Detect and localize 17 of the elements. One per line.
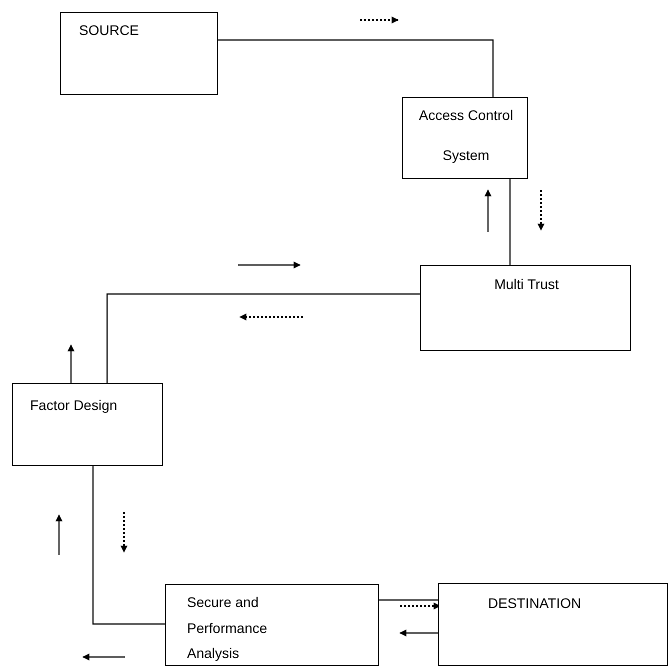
process-box [60,12,218,95]
connector-line [92,466,165,625]
connector-line [218,39,494,97]
node-label: Access Control System [418,106,514,165]
process-box [438,583,668,666]
node-label: Multi Trust [493,275,560,293]
process-box [420,265,631,351]
node-label: SOURCE [79,21,140,39]
connector-line [509,179,511,265]
node-label: DESTINATION [488,594,582,612]
process-box [165,584,379,666]
node-label: Secure and Performance Analysis [187,593,268,664]
connector-line [106,293,420,383]
connector-line [379,599,438,601]
process-box [12,383,163,466]
process-box [402,97,528,179]
node-label: Factor Design [30,396,118,414]
